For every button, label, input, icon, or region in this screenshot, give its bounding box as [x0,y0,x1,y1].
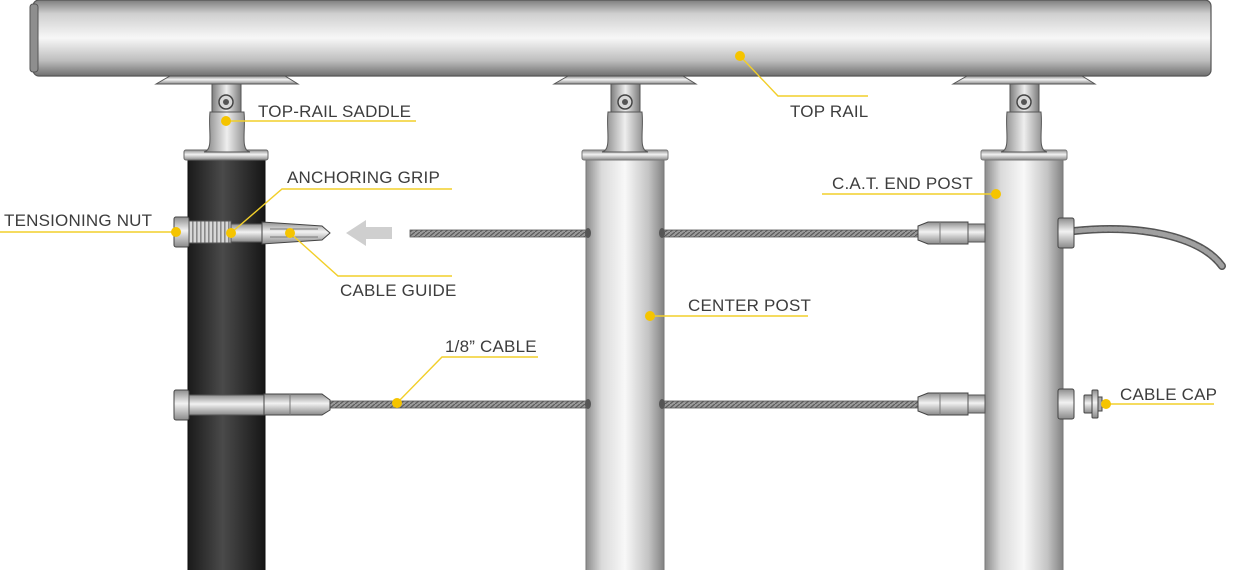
top-rail-saddle-left [154,75,300,153]
label-cat-end-post: C.A.T. END POST [832,174,973,193]
callout-center-post: CENTER POST [645,296,811,321]
label-center-post: CENTER POST [688,296,811,315]
label-cable-guide: CABLE GUIDE [340,281,457,300]
callout-top-rail: TOP RAIL [735,51,868,121]
insert-direction-arrow-icon [346,220,392,246]
lower-right-fitting [917,388,1075,420]
cable-cap-icon [1083,389,1103,419]
callout-cable: 1/8” CABLE [392,337,538,408]
label-top-rail-saddle: TOP-RAIL SADDLE [258,102,411,121]
label-top-rail: TOP RAIL [790,102,868,121]
callout-anchoring-grip: ANCHORING GRIP [226,168,452,238]
top-rail-saddle-center [552,75,698,153]
upper-cable [409,225,1226,270]
top-rail-saddle-right [951,75,1097,153]
callout-cable-guide: CABLE GUIDE [285,228,457,300]
label-cable-cap: CABLE CAP [1120,385,1217,404]
upper-right-fitting [917,217,1075,249]
label-cable: 1/8” CABLE [445,337,537,356]
upper-left-fitting [173,216,331,248]
callout-top-rail-saddle: TOP-RAIL SADDLE [221,102,416,126]
label-tensioning-nut: TENSIONING NUT [4,211,152,230]
label-anchoring-grip: ANCHORING GRIP [287,168,440,187]
callout-tensioning-nut: TENSIONING NUT [0,211,181,237]
callout-cat-end-post: C.A.T. END POST [822,174,1001,199]
cat-end-post [980,149,1068,570]
lower-left-fitting [173,389,331,421]
center-post [581,149,669,570]
left-end-post [183,149,269,570]
top-rail [29,0,1212,77]
callout-cable-cap: CABLE CAP [1101,385,1217,409]
